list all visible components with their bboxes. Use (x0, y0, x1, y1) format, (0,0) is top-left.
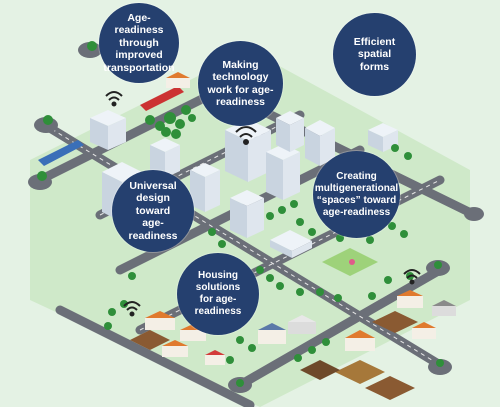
train (38, 86, 184, 166)
wifi-icon (235, 126, 257, 145)
wifi-icon (123, 301, 141, 317)
bubble-technology: Making technology work for age- readines… (198, 41, 283, 126)
bubble-housing-label: Housing solutions for age-readiness (194, 270, 242, 317)
bubble-universal: Universal design toward age-readiness (112, 170, 194, 252)
farm-fields (130, 311, 418, 400)
bubble-spatial-label: Efficient spatial forms (353, 35, 396, 73)
bubble-technology-label: Making technology work for age- readines… (207, 58, 274, 109)
bubble-spaces-label: Creating multigenerational “spaces” towa… (314, 170, 399, 218)
bubble-spatial: Efficient spatial forms (333, 13, 416, 96)
wifi-icon (105, 91, 123, 107)
wifi-icons (105, 91, 421, 317)
bubble-transportation-label: Age-readiness through improved transport… (103, 11, 175, 74)
wifi-icon (403, 269, 421, 285)
bubble-transportation: Age-readiness through improved transport… (99, 3, 179, 83)
bubble-spaces: Creating multigenerational “spaces” towa… (313, 151, 400, 238)
park (322, 248, 378, 276)
bubble-universal-label: Universal design toward age-readiness (128, 179, 178, 242)
houses (145, 72, 456, 365)
trees (37, 41, 444, 387)
bubble-housing: Housing solutions for age-readiness (177, 253, 259, 335)
